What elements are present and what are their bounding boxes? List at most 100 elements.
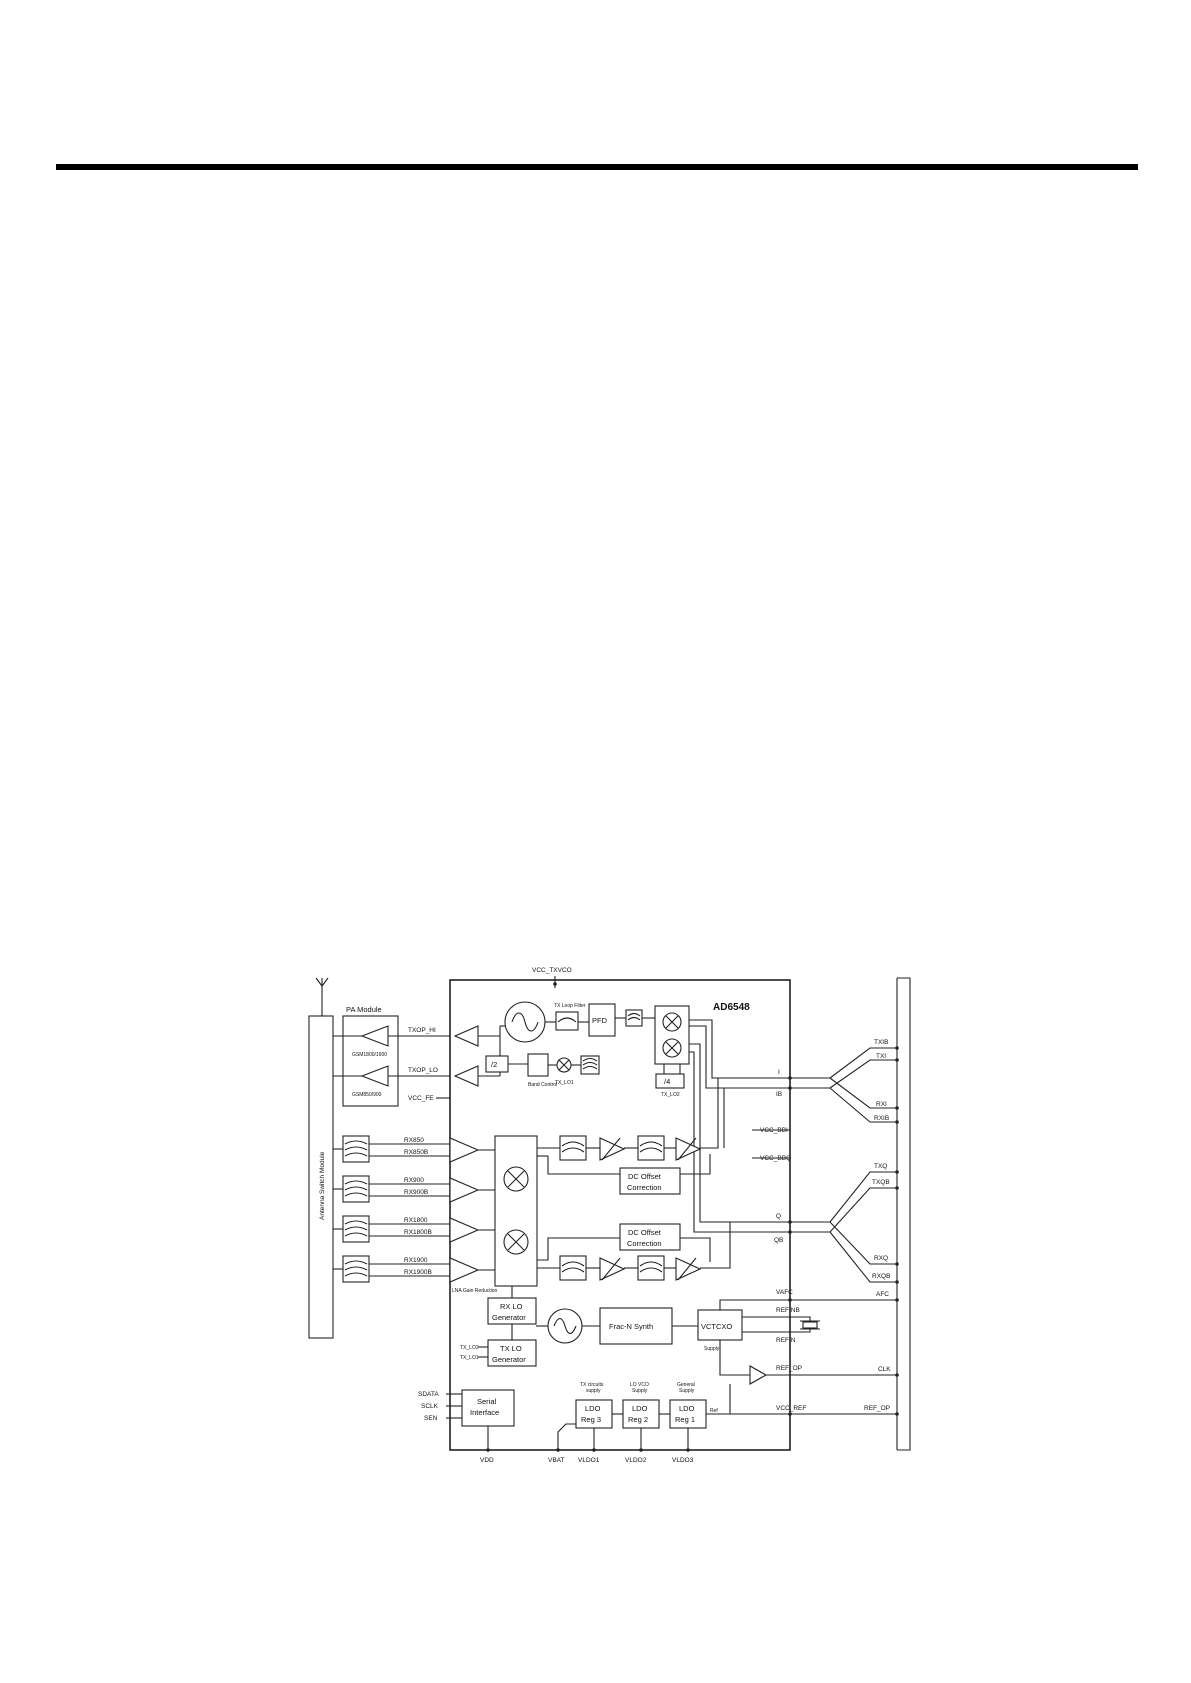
dc-offset-i (619, 1167, 681, 1195)
dc-offset-q-line2: Correction (627, 1239, 662, 1248)
bb-txib: TXIB (874, 1039, 888, 1046)
mod-qb-wire (689, 1051, 790, 1233)
bb-afc: AFC (876, 1291, 889, 1298)
dc-offset-q-line1: DC Offset (628, 1228, 662, 1237)
ldo-reg3 (575, 1399, 613, 1429)
tx-mixer-q-x (665, 1041, 679, 1055)
tx-driver-lo-icon (453, 1065, 479, 1087)
tx-lo-generator (487, 1339, 537, 1367)
ldo-reg1-note2: Supply (679, 1388, 695, 1394)
top-rule (56, 164, 1138, 170)
ldo-reg2-note1: LO VCO (630, 1382, 649, 1388)
tx-lo1-small: TX_LO1 (555, 1080, 574, 1086)
vbat-label: VBAT (548, 1457, 565, 1464)
rx850-label: RX850 (404, 1137, 424, 1144)
txop-lo-label: TXOP_LO (408, 1067, 438, 1074)
vctcxo-block (697, 1309, 743, 1341)
ldo-reg2-l1: LDO (632, 1404, 648, 1413)
pin-vafc: VAFC (776, 1289, 793, 1296)
ldo-reg1-l1: LDO (679, 1404, 695, 1413)
rx1900-label: RX1900 (404, 1257, 428, 1264)
tx-if-filter-wave (627, 1012, 641, 1021)
pin-ib: IB (776, 1091, 782, 1098)
dc-offset-i-line2: Correction (627, 1183, 662, 1192)
block-diagram-svg: AD6548 VCC_TXVCO Antenna Switch Module P… (308, 967, 911, 1464)
pin-refin: REFIN (776, 1337, 796, 1344)
ldo-reg3-l1: LDO (585, 1404, 601, 1413)
vafc-wire (719, 1299, 790, 1310)
pa-amp-hi-label: GSM1800/1900 (352, 1052, 387, 1058)
rx-q-chain (537, 1222, 731, 1281)
ldo-reg3-note2: supply (586, 1388, 601, 1394)
sen-label: SEN (424, 1415, 438, 1422)
txop-hi-label: TXOP_HI (408, 1027, 436, 1034)
bb-rxi: RXI (876, 1101, 887, 1108)
sdata-label: SDATA (418, 1391, 439, 1398)
vctcxo-label: VCTCXO (701, 1322, 732, 1331)
tx-loop-filter-label: TX Loop Filter (554, 1003, 586, 1009)
div2-label: /2 (491, 1060, 497, 1069)
ldo-reg3-l2: Reg 3 (581, 1415, 601, 1424)
rx900-label: RX900 (404, 1177, 424, 1184)
ref-buffer-in (719, 1340, 750, 1376)
serial-line2: Interface (470, 1408, 499, 1417)
serial-line1: Serial (477, 1397, 497, 1406)
pin-qb: QB (774, 1237, 783, 1244)
dc-offset-i-line1: DC Offset (628, 1172, 662, 1181)
vcc-fe-label: VCC_FE (408, 1095, 434, 1102)
bb-rxib: RXIB (874, 1115, 889, 1122)
pin-vcc-ref: VCC_REF (776, 1405, 806, 1412)
mod-i-wire (689, 1019, 790, 1079)
tx-lo1-pin: TX_LO1 (460, 1355, 479, 1361)
sclk-label: SCLK (421, 1403, 439, 1410)
ldo-reg3-note1: TX circuits (580, 1382, 604, 1388)
ldo-reg1-note1: General (677, 1382, 695, 1388)
div4-block (655, 1073, 685, 1089)
crystal-icon (790, 1316, 820, 1333)
pa-module-title: PA Module (346, 1005, 382, 1014)
vldo2-label: VLDO2 (625, 1457, 647, 1464)
bb-txqb: TXQB (872, 1179, 890, 1186)
lo-vco-wave (553, 1317, 577, 1335)
tx-offset-filter-wave (582, 1057, 598, 1070)
chip-outline (449, 979, 791, 1451)
vldo1-label: VLDO1 (578, 1457, 600, 1464)
tx-lo-gen-line1: TX LO (500, 1344, 522, 1353)
pa-module (342, 1015, 399, 1107)
block-diagram: AD6548 VCC_TXVCO Antenna Switch Module P… (300, 960, 920, 1470)
tx-loop-filter-wave (557, 1017, 577, 1023)
antenna-switch-module (308, 1015, 334, 1339)
ldo-wiring (557, 1384, 790, 1450)
bb-rxq: RXQ (874, 1255, 888, 1262)
pfd-block (588, 1003, 616, 1037)
rx-saw-filters (333, 1135, 450, 1283)
ldo-reg2-l2: Reg 2 (628, 1415, 648, 1424)
vldo3-label: VLDO3 (672, 1457, 694, 1464)
div4-label: /4 (664, 1077, 670, 1086)
lna-gain-line1: LNA Gain Reduction (452, 1288, 498, 1294)
antenna-switch-label: Antenna Switch Module (319, 1151, 326, 1220)
rx-i-chain (537, 1078, 725, 1175)
frac-n-label: Frac-N Synth (609, 1322, 653, 1331)
supply-top-label: VCC_TXVCO (532, 967, 572, 974)
pin-i: I (778, 1069, 780, 1076)
rx900b-label: RX900B (404, 1189, 428, 1196)
bb-clk: CLK (878, 1366, 891, 1373)
pin-refinb: REFINB (776, 1307, 800, 1314)
pa-amp-lo-label: GSM850/900 (352, 1092, 382, 1098)
dc-offset-q (619, 1223, 681, 1251)
tx-offset-mixer-x (558, 1059, 570, 1071)
rx-mixer-q-x (507, 1233, 525, 1251)
serial-interface (461, 1389, 515, 1427)
vdd-label: VDD (480, 1457, 494, 1464)
tx-vco-wave (511, 1012, 539, 1032)
chip-name: AD6548 (713, 1002, 750, 1013)
lna-amps (449, 1137, 495, 1283)
rx-lo-gen-line1: RX LO (500, 1302, 523, 1311)
pin-markers (486, 1046, 899, 1452)
tx-loop-filter (555, 1011, 579, 1031)
ldo-reg2-note2: Supply (632, 1388, 648, 1394)
tx-mixer-i-x (665, 1015, 679, 1029)
supply-top-dot (553, 982, 557, 986)
ref-op-buffer-icon (749, 1365, 768, 1385)
